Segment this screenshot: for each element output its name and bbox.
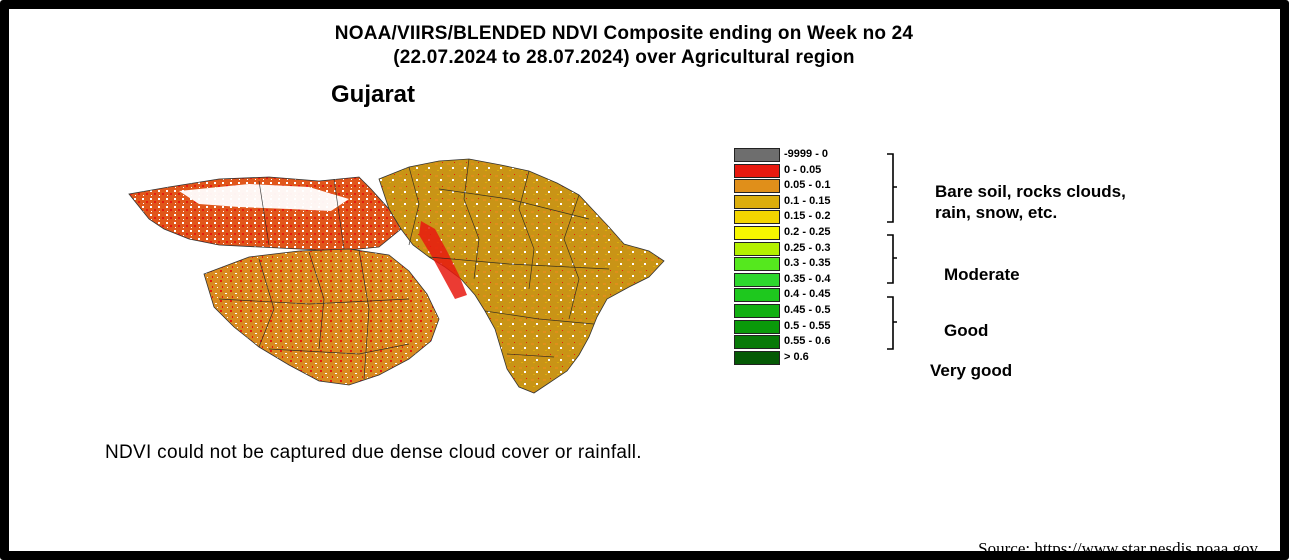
ndvi-map (128, 158, 665, 394)
legend-swatch (734, 179, 780, 194)
legend-label: 0.2 - 0.25 (784, 225, 831, 238)
legend-item: 0 - 0.05 (734, 163, 914, 179)
region-label: Gujarat (331, 81, 416, 108)
group-bare-line2: rain, snow, etc. (935, 203, 1058, 222)
legend-item: 0.25 - 0.3 (734, 241, 914, 257)
map-title-line2: (22.07.2024 to 28.07.2024) over Agricult… (393, 47, 855, 68)
legend-label: 0 - 0.05 (784, 163, 822, 176)
cloud-cover-note: NDVI could not be captured due dense clo… (105, 442, 642, 463)
map-title-line1: NOAA/VIIRS/BLENDED NDVI Composite ending… (334, 23, 914, 44)
legend-label: -9999 - 0 (784, 148, 829, 160)
legend-item: 0.15 - 0.2 (734, 209, 914, 225)
group-very-good: Very good (930, 361, 1013, 380)
legend-swatch (734, 272, 780, 287)
legend-swatch (734, 319, 780, 334)
group-moderate: Moderate (944, 265, 1020, 284)
legend-item: 0.3 - 0.35 (734, 256, 914, 272)
legend-label: 0.55 - 0.6 (784, 335, 831, 348)
legend-item: 0.45 - 0.5 (734, 303, 914, 319)
legend-item: 0.55 - 0.6 (734, 334, 914, 350)
legend-item: 0.05 - 0.1 (734, 178, 914, 194)
legend-label: 0.45 - 0.5 (784, 303, 831, 316)
legend-item: 0.5 - 0.55 (734, 319, 914, 335)
legend-swatch (734, 257, 780, 272)
legend: -9999 - 0 0 - 0.05 0.05 - 0.1 0.1 - 0.15 0.1… (734, 147, 914, 365)
legend-label: 0.35 - 0.4 (784, 272, 831, 285)
legend-item: 0.35 - 0.4 (734, 272, 914, 288)
legend-swatch (734, 225, 780, 240)
legend-item: 0.1 - 0.15 (734, 194, 914, 210)
legend-swatch (734, 335, 780, 350)
legend-item: > 0.6 (734, 350, 914, 366)
legend-item: -9999 - 0 (734, 147, 914, 163)
group-bare-line1: Bare soil, rocks clouds, (935, 182, 1126, 201)
legend-item: 0.4 - 0.45 (734, 287, 914, 303)
legend-swatch (734, 148, 780, 162)
legend-swatch (734, 288, 780, 303)
legend-label: 0.5 - 0.55 (784, 319, 831, 332)
legend-swatch (734, 210, 780, 225)
legend-swatch (734, 350, 780, 365)
mainland-region (378, 158, 665, 394)
legend-label: 0.1 - 0.15 (784, 194, 831, 207)
group-good: Good (944, 321, 989, 340)
legend-brackets (887, 153, 897, 350)
legend-swatch (734, 194, 780, 209)
saurashtra-region (203, 248, 440, 386)
legend-label: 0.25 - 0.3 (784, 241, 831, 254)
legend-swatch (734, 163, 780, 178)
legend-item: 0.2 - 0.25 (734, 225, 914, 241)
legend-swatch (734, 241, 780, 256)
legend-label: 0.15 - 0.2 (784, 210, 831, 223)
legend-label: > 0.6 (784, 350, 809, 363)
legend-label: 0.3 - 0.35 (784, 257, 831, 270)
legend-label: 0.05 - 0.1 (784, 179, 831, 192)
legend-swatch (734, 303, 780, 318)
legend-label: 0.4 - 0.45 (784, 288, 831, 301)
source-credit: Source: https://www.star.nesdis.noaa.gov (978, 539, 1258, 558)
